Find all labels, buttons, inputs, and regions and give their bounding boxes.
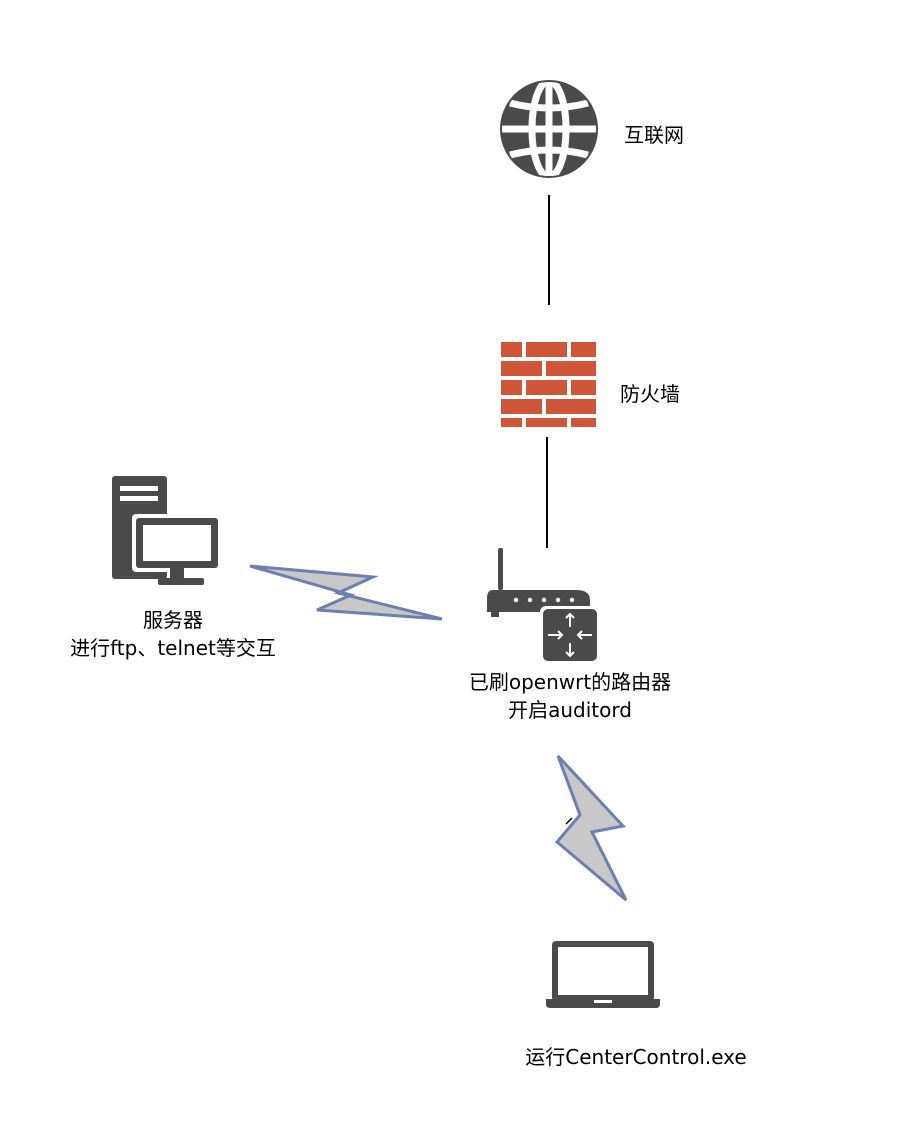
router-label-line1: 已刷openwrt的路由器 (468, 670, 672, 694)
internet-label: 互联网 (624, 123, 684, 147)
server-label-line2: 进行ftp、telnet等交互 (70, 636, 276, 660)
laptop-icon (546, 941, 660, 1008)
router-label: 已刷openwrt的路由器 开启auditord (432, 668, 708, 724)
stray-mark (565, 817, 573, 825)
globe-icon (500, 77, 598, 181)
firewall-label: 防火墙 (620, 382, 680, 406)
server-workstation-icon (112, 476, 222, 585)
server-label-line1: 服务器 (143, 608, 203, 632)
router-label-line2: 开启auditord (508, 698, 632, 722)
wireless-link-server-router (249, 564, 443, 621)
wireless-link-router-laptop (554, 754, 628, 902)
wireless-router-icon (487, 548, 600, 664)
server-label: 服务器 进行ftp、telnet等交互 (52, 606, 294, 662)
laptop-label: 运行CenterControl.exe (525, 1045, 747, 1069)
brick-wall-icon (501, 342, 596, 427)
